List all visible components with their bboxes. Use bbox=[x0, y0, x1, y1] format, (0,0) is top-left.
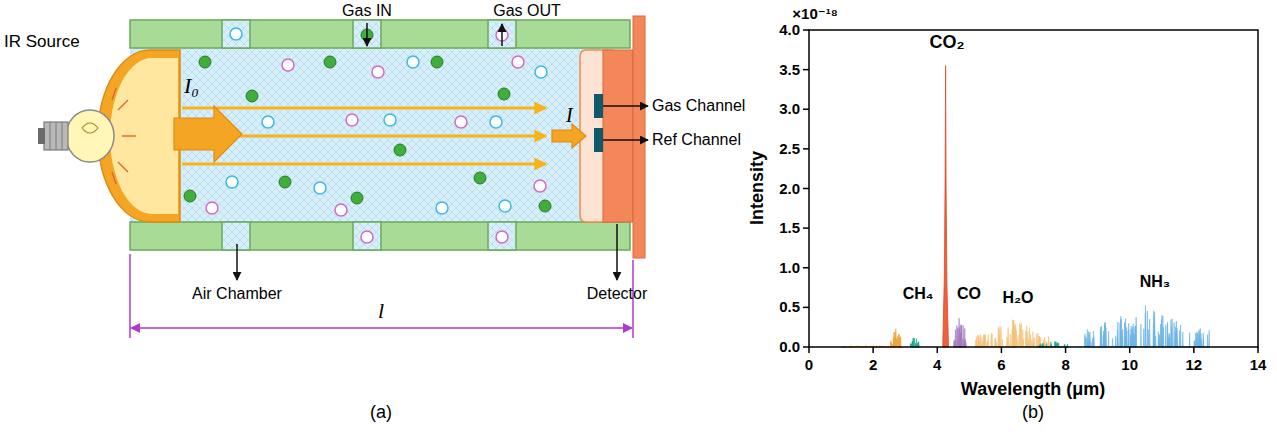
y-tick bbox=[803, 148, 809, 150]
peak-label: NH₃ bbox=[1140, 273, 1171, 291]
detector bbox=[580, 16, 645, 258]
tick-label: 12 bbox=[1186, 356, 1203, 373]
arrow-shape bbox=[172, 74, 244, 166]
y-tick bbox=[803, 69, 809, 71]
tick-label: 0.0 bbox=[779, 338, 800, 355]
dimension-label: l bbox=[378, 298, 384, 323]
axis-title: Intensity bbox=[747, 151, 768, 225]
y-tick bbox=[803, 346, 809, 348]
tick-label: 8 bbox=[1061, 356, 1069, 373]
absorption-band bbox=[953, 318, 966, 347]
absorption-band bbox=[910, 338, 920, 347]
x-tick bbox=[1193, 347, 1195, 353]
y-tick bbox=[803, 29, 809, 31]
peak-label: CH₄ bbox=[903, 285, 934, 303]
gas-cell bbox=[38, 16, 648, 338]
detector-body bbox=[603, 50, 633, 222]
absorption-bands bbox=[841, 66, 1210, 347]
part-label: Air Chamber bbox=[192, 285, 282, 303]
plot-frame bbox=[809, 30, 1258, 347]
leader-lines bbox=[237, 23, 648, 280]
arrow-body bbox=[552, 124, 586, 148]
part-label: IR Source bbox=[4, 32, 80, 52]
x-tick bbox=[1065, 347, 1067, 353]
absorption-band bbox=[890, 329, 902, 347]
x-tick bbox=[937, 347, 939, 353]
axis-title: Wavelength (μm) bbox=[961, 379, 1105, 400]
axis-ticks bbox=[803, 30, 1258, 353]
x-tick bbox=[1001, 347, 1003, 353]
tick-label: 3.5 bbox=[779, 61, 800, 78]
tick-label: 10 bbox=[1121, 356, 1138, 373]
tick-label: 2 bbox=[869, 356, 877, 373]
tick-label: 1.5 bbox=[779, 220, 800, 237]
absorption-band bbox=[975, 320, 1049, 347]
spectrum-chart bbox=[803, 30, 1258, 353]
tick-label: 1.0 bbox=[779, 259, 800, 276]
channel-label: Ref Channel bbox=[652, 131, 741, 149]
tick-label: 6 bbox=[997, 356, 1005, 373]
peak-label: CO₂ bbox=[930, 32, 965, 53]
panel-label: (b) bbox=[1022, 402, 1044, 423]
y-tick bbox=[803, 109, 809, 111]
panel-label: (a) bbox=[370, 402, 392, 423]
y-tick bbox=[803, 188, 809, 190]
y-tick bbox=[803, 227, 809, 229]
x-tick bbox=[1257, 347, 1259, 353]
port-label: Gas OUT bbox=[493, 2, 561, 20]
x-tick bbox=[1129, 347, 1131, 353]
tick-label: 4.0 bbox=[779, 21, 800, 38]
tick-label: 2.0 bbox=[779, 180, 800, 197]
transmitted-beam-arrow: I bbox=[550, 104, 590, 150]
part-label: Detector bbox=[587, 285, 647, 303]
absorption-band bbox=[1037, 341, 1069, 347]
co2-peak bbox=[943, 66, 949, 347]
tick-label: 4 bbox=[933, 356, 941, 373]
ref-sensor bbox=[594, 128, 603, 152]
tick-label: 3.0 bbox=[779, 101, 800, 118]
peak-label: CO bbox=[957, 285, 981, 303]
peak-label: H₂O bbox=[1002, 289, 1033, 307]
tick-label: 0.5 bbox=[779, 299, 800, 316]
y-tick bbox=[803, 267, 809, 269]
detector-plate bbox=[633, 16, 645, 258]
x-tick bbox=[808, 347, 810, 353]
gas-sensor bbox=[594, 94, 603, 118]
intensity-symbol: I₀ bbox=[184, 74, 199, 98]
tick-label: 0 bbox=[805, 356, 813, 373]
bottom-wall bbox=[130, 222, 630, 250]
absorption-band bbox=[1085, 306, 1210, 347]
incident-beam-arrow: I₀ bbox=[172, 74, 244, 166]
length-dimension bbox=[130, 254, 633, 338]
intensity-symbol: I bbox=[566, 104, 573, 126]
top-wall bbox=[130, 20, 630, 48]
air-chamber bbox=[130, 48, 600, 222]
arrow-body bbox=[174, 106, 242, 162]
y-tick bbox=[803, 307, 809, 309]
tick-label: 2.5 bbox=[779, 140, 800, 157]
channel-label: Gas Channel bbox=[652, 97, 745, 115]
axis-multiplier: ×10⁻¹⁸ bbox=[792, 5, 837, 22]
x-tick bbox=[872, 347, 874, 353]
tick-label: 14 bbox=[1250, 356, 1267, 373]
port-label: Gas IN bbox=[342, 2, 392, 20]
ir-source bbox=[38, 50, 180, 222]
